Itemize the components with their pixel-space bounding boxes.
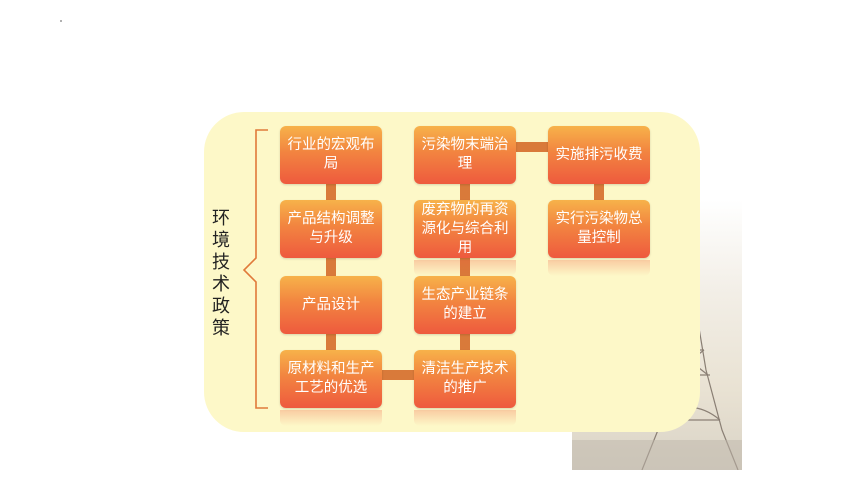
title-char: 策 [212, 318, 230, 339]
title-char: 政 [212, 296, 230, 317]
policy-box: 行业的宏观布局 [280, 126, 382, 184]
policy-box: 生态产业链条的建立 [414, 276, 516, 334]
title-char: 技 [212, 252, 230, 273]
policy-box: 产品设计 [280, 276, 382, 334]
policy-box: 清洁生产技术的推广 [414, 350, 516, 408]
connector-col3 [594, 184, 604, 204]
box-reflection [280, 410, 382, 426]
connector-top [516, 142, 550, 152]
title-char: 环 [212, 208, 230, 229]
box-reflection [548, 260, 650, 276]
policy-box: 废弃物的再资源化与综合利用 [414, 200, 516, 258]
connector-bottom [382, 370, 416, 380]
title-char: 境 [212, 230, 230, 251]
title-char: 术 [212, 274, 230, 295]
policy-box: 污染物末端治理 [414, 126, 516, 184]
policy-box: 原材料和生产工艺的优选 [280, 350, 382, 408]
policy-box: 实施排污收费 [548, 126, 650, 184]
vertical-title: 环 境 技 术 政 策 [210, 208, 232, 340]
policy-box: 实行污染物总量控制 [548, 200, 650, 258]
stray-dot [60, 20, 62, 22]
bracket-brace [242, 129, 268, 409]
connector-col2 [460, 184, 470, 354]
connector-col1 [326, 184, 336, 354]
policy-box: 产品结构调整与升级 [280, 200, 382, 258]
box-reflection [414, 260, 516, 276]
box-reflection [414, 410, 516, 426]
